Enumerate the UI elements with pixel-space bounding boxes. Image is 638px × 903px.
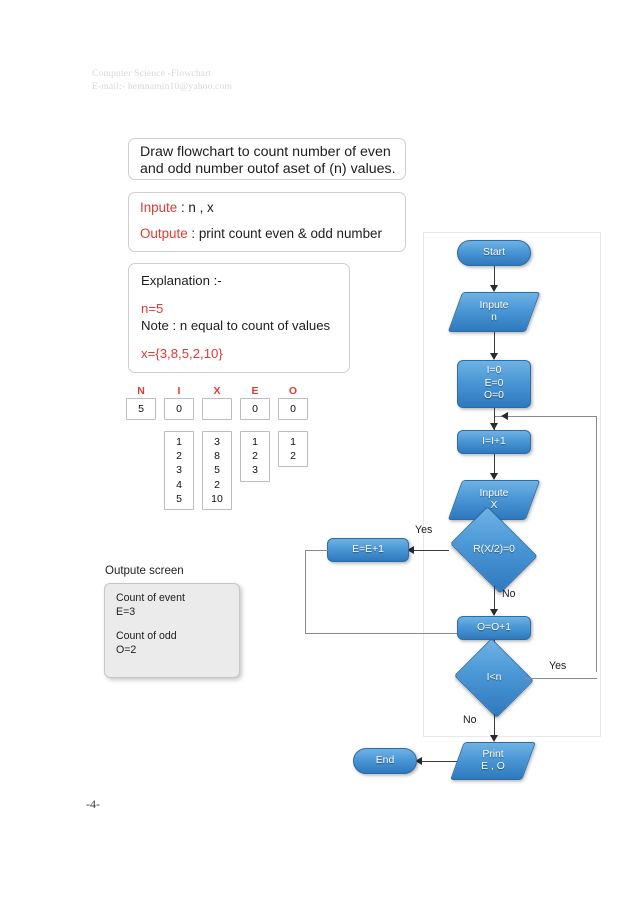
trace-header-e: E xyxy=(251,385,259,397)
flow-label-no-loop: No xyxy=(463,714,477,726)
output-screen-spacer xyxy=(116,619,239,629)
explanation-note: Note : n equal to count of values xyxy=(141,318,331,333)
flow-arrow-init-to-increment xyxy=(489,423,498,430)
flow-connector-loop-yes-right xyxy=(523,677,597,679)
flow-node-decision-even-label: R(X/2)=0 xyxy=(473,543,515,555)
trace-header-i: I xyxy=(177,385,181,397)
trace-init-i: 0 xyxy=(164,398,194,420)
page-number: -4- xyxy=(86,797,100,811)
trace-header-n: N xyxy=(137,385,145,397)
flow-node-decision-loop-label: I<n xyxy=(486,671,502,683)
flow-node-print-label: Print E , O xyxy=(481,748,505,772)
flow-arrow-decision-to-odd xyxy=(489,609,498,616)
explanation-box: Explanation :- n=5 Note : n equal to cou… xyxy=(128,263,350,373)
trace-init-e: 0 xyxy=(240,398,270,420)
flow-node-input-x: Inpute X xyxy=(447,480,541,520)
flow-connector-loop-to-print xyxy=(493,714,495,740)
trace-stack-e: 1 2 3 xyxy=(240,431,270,482)
flow-node-decision-even: R(X/2)=0 xyxy=(445,506,543,594)
flow-node-end: End xyxy=(353,748,417,774)
flow-label-no-even: No xyxy=(502,588,516,600)
flow-arrow-increment-to-input-x xyxy=(489,473,498,480)
flow-connector-start-to-input-n xyxy=(493,266,495,288)
flow-connector-increment-to-input-x xyxy=(493,454,495,476)
problem-statement-box: Draw flowchart to count number of even a… xyxy=(128,138,406,180)
flow-connector-loopback-right xyxy=(596,415,598,672)
output-spec-row: Outpute : print count even & odd number xyxy=(140,226,395,242)
flow-connector-decision-to-even xyxy=(409,549,449,551)
flow-arrow-print-to-end xyxy=(415,756,422,765)
flow-arrow-input-n-to-init xyxy=(489,353,498,360)
trace-stack-i: 1 2 3 4 5 xyxy=(164,431,194,511)
trace-stack-x: 3 8 5 2 10 xyxy=(202,431,232,511)
header-course-line: Computer Science -Flowchart xyxy=(92,69,212,79)
trace-column-n: N 5 xyxy=(126,385,156,420)
flow-arrow-loop-to-print xyxy=(489,735,498,742)
input-keyword: Inpute xyxy=(140,200,178,215)
flow-connector-print-to-end xyxy=(417,760,457,762)
input-value: : n , x xyxy=(177,200,214,215)
trace-table: N 5 I 0 1 2 3 4 5 X 3 8 5 2 10 E 0 1 2 3… xyxy=(126,385,308,515)
trace-column-x: X 3 8 5 2 10 xyxy=(202,385,232,511)
trace-init-o: 0 xyxy=(278,398,308,420)
flow-node-even-count: E=E+1 xyxy=(327,538,409,562)
trace-column-i: I 0 1 2 3 4 5 xyxy=(164,385,194,511)
problem-statement-line-1: Draw flowchart to count number of even xyxy=(140,144,391,160)
output-count-even-label: Count of event xyxy=(116,592,185,604)
flow-connector-decision-to-odd xyxy=(493,586,495,614)
explanation-x-set: x={3,8,5,2,10} xyxy=(141,346,223,361)
flow-node-odd-count: O=O+1 xyxy=(457,616,531,640)
header-email-line: E-mail:- hemnamin10@yahoo.com xyxy=(92,82,233,92)
flow-node-increment-i: I=I+1 xyxy=(457,430,531,454)
flow-connector-input-n-to-init xyxy=(493,332,495,356)
flow-node-input-n-label: Inpute n xyxy=(479,299,509,323)
flow-node-start: Start xyxy=(457,240,531,266)
explanation-heading: Explanation :- xyxy=(141,273,222,288)
flow-label-yes-loop: Yes xyxy=(549,660,567,672)
flow-node-initialize: I=0 E=0 O=0 xyxy=(457,360,531,408)
output-screen-label: Outpute screen xyxy=(105,565,184,577)
trace-stack-o: 1 2 xyxy=(278,431,308,468)
output-screen-box: Count of event E=3 Count of odd O=2 xyxy=(104,583,240,678)
flow-node-print: Print E , O xyxy=(450,742,536,780)
trace-header-x: X xyxy=(213,385,221,397)
output-count-odd-label: Count of odd xyxy=(116,630,177,642)
flow-arrow-decision-to-even xyxy=(407,545,414,554)
output-value: : print count even & odd number xyxy=(187,226,382,241)
output-count-even-value: E=3 xyxy=(116,606,136,618)
output-keyword: Outpute xyxy=(140,226,188,241)
flow-label-yes-even: Yes xyxy=(415,524,433,536)
flow-node-input-x-label: Inpute X xyxy=(479,487,509,511)
flowchart-diagram: Start Inpute n I=0 E=0 O=0 I=I+1 Inpute … xyxy=(305,232,603,780)
flow-node-input-n: Inpute n xyxy=(447,292,541,332)
trace-column-o: O 0 1 2 xyxy=(278,385,308,468)
flow-connector-even-to-loop-join xyxy=(305,632,495,634)
trace-column-e: E 0 1 2 3 xyxy=(240,385,270,482)
flow-connector-even-down xyxy=(305,549,307,634)
explanation-n-value: n=5 xyxy=(141,301,164,316)
trace-init-x xyxy=(202,398,232,420)
problem-statement-line-2: and odd number outof aset of (n) values. xyxy=(140,161,396,177)
input-spec-row: Inpute : n , x xyxy=(140,200,395,216)
document-header: Computer Science -Flowchart E-mail:- hem… xyxy=(92,68,232,94)
flow-arrow-start-to-input-n xyxy=(489,285,498,292)
flowchart-frame xyxy=(423,232,601,737)
trace-header-o: O xyxy=(288,385,298,397)
trace-init-n: 5 xyxy=(126,398,156,420)
flow-connector-even-exit-left xyxy=(305,549,328,551)
output-count-odd-value: O=2 xyxy=(116,644,137,656)
flow-connector-init-to-loop-junction xyxy=(493,408,495,430)
input-output-box: Inpute : n , x Outpute : print count eve… xyxy=(128,192,406,252)
flow-arrow-loopback-into-increment xyxy=(501,411,508,420)
flow-connector-loopback-top xyxy=(495,415,597,417)
flow-node-decision-loop: I<n xyxy=(453,638,535,718)
